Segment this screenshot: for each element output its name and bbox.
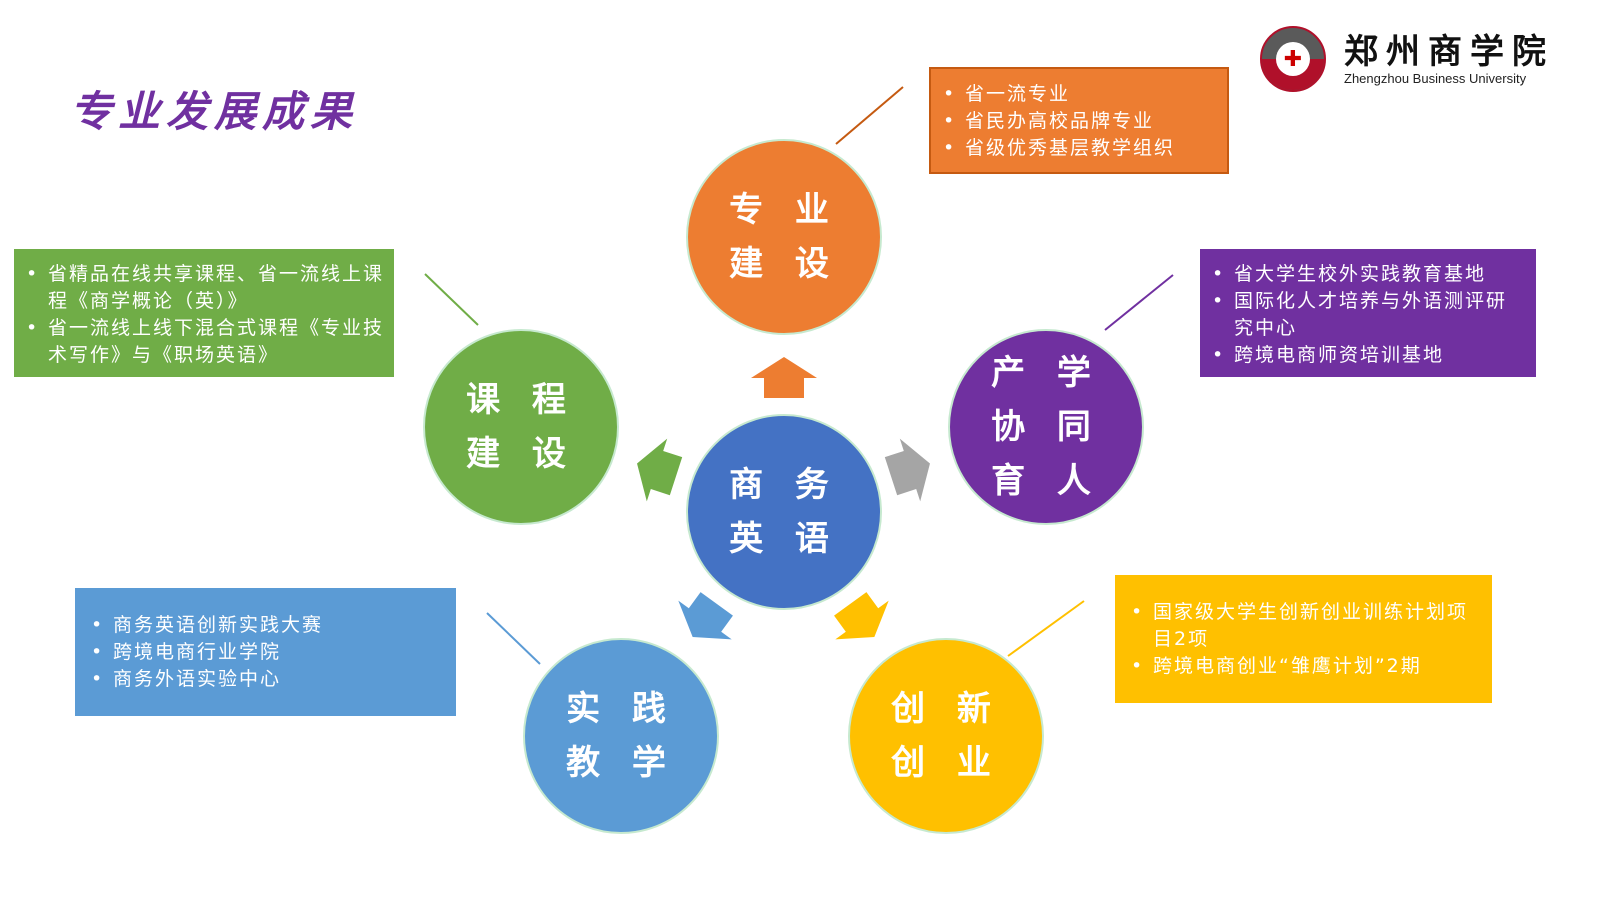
logo-name-cn: 郑州商学院 bbox=[1344, 31, 1554, 72]
connector-innovation bbox=[1007, 600, 1085, 657]
list-item: 省民办高校品牌专业 bbox=[943, 108, 1217, 135]
list-item: 省精品在线共享课程、省一流线上课程《商学概论（英）》 bbox=[26, 261, 384, 315]
circle-practice-teaching: 实 践 教 学 bbox=[523, 638, 719, 834]
list-item: 商务外语实验中心 bbox=[91, 666, 446, 693]
arrow-left-icon bbox=[637, 438, 683, 502]
circle-label: 创 业 bbox=[891, 743, 1001, 783]
major-achievements-box: 省一流专业省民办高校品牌专业省级优秀基层教学组织 bbox=[929, 67, 1229, 174]
list-item: 省一流专业 bbox=[943, 81, 1217, 108]
circle-label: 建 设 bbox=[729, 244, 839, 284]
list-item: 跨境电商行业学院 bbox=[91, 639, 446, 666]
center-label-1: 商 务 bbox=[729, 465, 839, 505]
list-item: 跨境电商创业“雏鹰计划”2期 bbox=[1131, 653, 1482, 680]
arrow-down-left-icon bbox=[678, 592, 733, 640]
list-item: 国际化人才培养与外语测评研究中心 bbox=[1212, 288, 1526, 342]
list-item: 商务英语创新实践大赛 bbox=[91, 612, 446, 639]
industry-achievements-box: 省大学生校外实践教育基地国际化人才培养与外语测评研究中心跨境电商师资培训基地 bbox=[1200, 249, 1536, 377]
logo-name-en: Zhengzhou Business University bbox=[1344, 70, 1527, 86]
course-achievements-box: 省精品在线共享课程、省一流线上课程《商学概论（英）》省一流线上线下混合式课程《专… bbox=[14, 249, 394, 377]
circle-label: 实 践 bbox=[566, 689, 676, 729]
circle-label: 育 人 bbox=[991, 461, 1101, 501]
list-item: 跨境电商师资培训基地 bbox=[1212, 342, 1526, 369]
circle-label: 课 程 bbox=[466, 380, 576, 420]
connector-practice bbox=[486, 612, 541, 665]
center-label-2: 英 语 bbox=[729, 519, 839, 559]
arrow-up-icon bbox=[751, 357, 817, 398]
circle-major-construction: 专 业 建 设 bbox=[686, 139, 882, 335]
circle-innovation-entrepreneurship: 创 新 创 业 bbox=[848, 638, 1044, 834]
list-item: 省一流线上线下混合式课程《专业技术写作》与《职场英语》 bbox=[26, 315, 384, 369]
arrow-down-right-icon bbox=[834, 592, 889, 640]
circle-label: 专 业 bbox=[729, 190, 839, 230]
university-logo: ✚ 郑州商学院 Zhengzhou Business University bbox=[1260, 26, 1554, 92]
arrow-right-icon bbox=[884, 438, 930, 502]
practice-achievements-box: 商务英语创新实践大赛跨境电商行业学院商务外语实验中心 bbox=[75, 588, 456, 716]
circle-label: 创 新 bbox=[891, 689, 1001, 729]
university-seal-icon: ✚ bbox=[1260, 26, 1326, 92]
list-item: 省级优秀基层教学组织 bbox=[943, 135, 1217, 162]
innovation-achievements-box: 国家级大学生创新创业训练计划项目2项跨境电商创业“雏鹰计划”2期 bbox=[1115, 575, 1492, 703]
circle-label: 产 学 bbox=[991, 353, 1101, 393]
circle-label: 教 学 bbox=[566, 743, 676, 783]
connector-course bbox=[424, 273, 479, 326]
list-item: 省大学生校外实践教育基地 bbox=[1212, 261, 1526, 288]
center-circle-business-english: 商 务 英 语 bbox=[686, 414, 882, 610]
circle-label: 协 同 bbox=[991, 407, 1101, 447]
connector-major bbox=[835, 86, 904, 145]
list-item: 国家级大学生创新创业训练计划项目2项 bbox=[1131, 599, 1482, 653]
connector-industry bbox=[1104, 274, 1174, 331]
circle-industry-education: 产 学 协 同 育 人 bbox=[948, 329, 1144, 525]
circle-label: 建 设 bbox=[466, 434, 576, 474]
page-title: 专业发展成果 bbox=[70, 87, 359, 136]
circle-course-construction: 课 程 建 设 bbox=[423, 329, 619, 525]
